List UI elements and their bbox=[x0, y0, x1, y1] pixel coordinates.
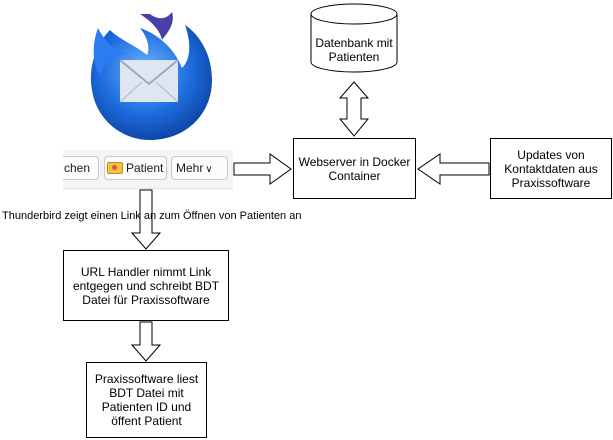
chevron-down-icon: ∨ bbox=[205, 164, 213, 175]
praxissoftware-box: Praxissoftware liest BDT Datei mit Patie… bbox=[86, 362, 207, 438]
arrow-toolbar-webserver bbox=[233, 153, 292, 185]
arrow-db-webserver bbox=[338, 81, 370, 137]
mehr-button[interactable]: Mehr∨ bbox=[171, 156, 228, 180]
arrow-updates-webserver bbox=[417, 153, 490, 185]
toolbar-partial-button[interactable]: chen bbox=[63, 156, 99, 180]
thunderbird-caption: Thunderbird zeigt einen Link an zum Öffn… bbox=[2, 210, 302, 222]
updates-box: Updates von Kontaktdaten aus Praxissoftw… bbox=[490, 138, 612, 199]
url-handler-box: URL Handler nimmt Link entgegen und schr… bbox=[63, 250, 229, 321]
thunderbird-logo-icon bbox=[90, 12, 212, 140]
contact-card-icon bbox=[107, 162, 123, 174]
arrow-toolbar-urlhandler bbox=[130, 189, 162, 250]
patient-button[interactable]: Patient bbox=[104, 156, 167, 180]
arrow-urlhandler-praxis bbox=[130, 321, 162, 362]
thunderbird-toolbar: chen Patient Mehr∨ bbox=[63, 150, 233, 189]
database-label: Datenbank mit Patienten bbox=[315, 36, 393, 64]
database-cylinder bbox=[310, 3, 398, 73]
webserver-box: Webserver in Docker Container bbox=[293, 138, 416, 199]
